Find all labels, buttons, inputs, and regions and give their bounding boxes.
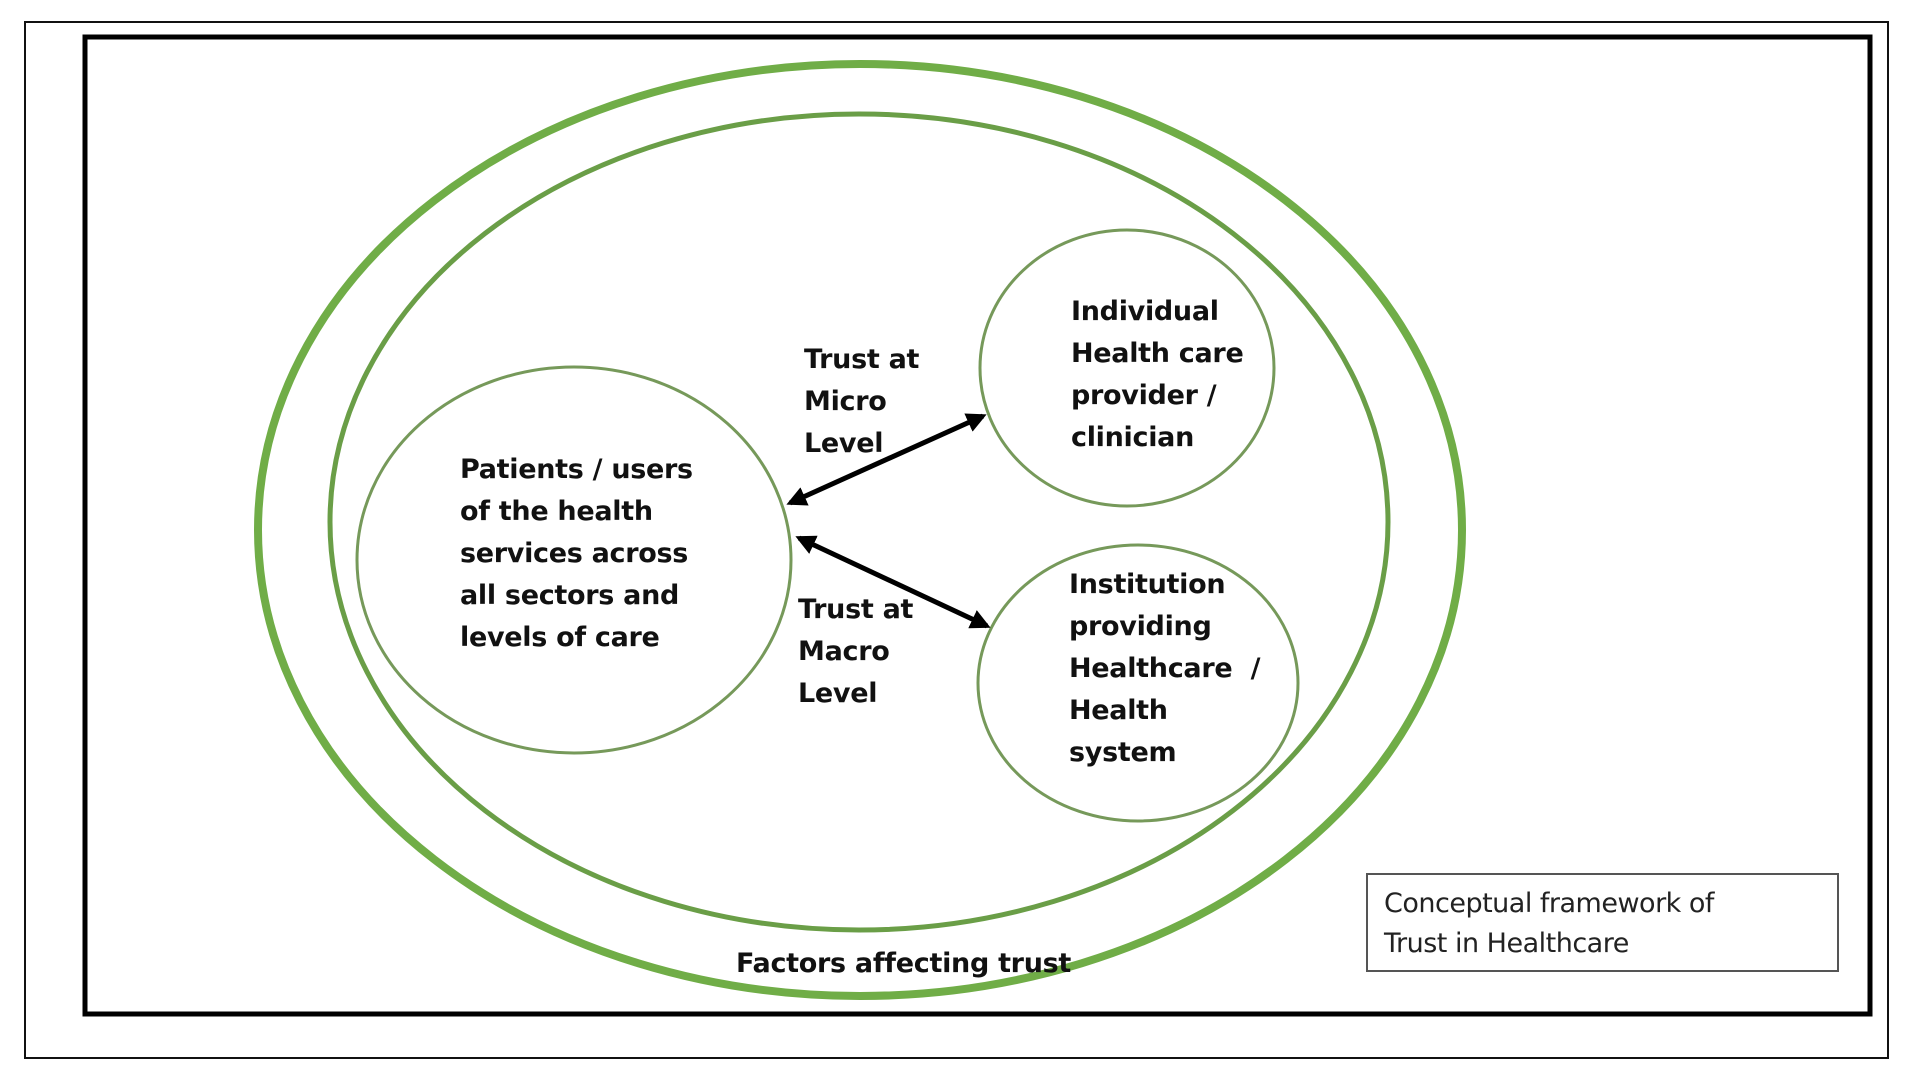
institution-label: Institution providing Healthcare / Healt…: [1069, 569, 1261, 768]
patients-label-line: of the health: [460, 496, 653, 527]
individual-label-line: Health care: [1071, 338, 1243, 369]
institution-label-line: Healthcare /: [1069, 653, 1261, 684]
macro-label-line: Macro: [798, 636, 889, 667]
caption-line: Conceptual framework of: [1384, 888, 1716, 919]
patients-label: Patients / users of the health services …: [460, 454, 693, 653]
micro-label-line: Level: [804, 428, 883, 459]
micro-trust-arrow: [786, 413, 987, 506]
macro-trust-label: Trust at Macro Level: [798, 594, 914, 709]
institution-label-line: providing: [1069, 611, 1211, 642]
caption-line: Trust in Healthcare: [1383, 928, 1629, 959]
individual-label-line: provider /: [1071, 380, 1217, 411]
caption-box-border: [1366, 873, 1839, 972]
patients-label-line: all sectors and: [460, 580, 679, 611]
macro-label-line: Trust at: [798, 594, 913, 625]
micro-label-line: Micro: [804, 386, 887, 417]
institution-label-line: Institution: [1069, 569, 1225, 600]
macro-trust-arrow: [795, 535, 991, 629]
micro-label-line: Trust at: [804, 344, 919, 375]
caption-box: Conceptual framework of Trust in Healthc…: [1366, 873, 1839, 972]
node-individual-provider: [978, 228, 1276, 508]
factors-affecting-trust-label: Factors affecting trust: [736, 948, 1071, 979]
institution-label-line: system: [1069, 737, 1176, 768]
macro-label-line: Level: [798, 678, 877, 709]
individual-provider-label: Individual Health care provider / clinic…: [1071, 296, 1244, 453]
institution-label-line: Health: [1069, 695, 1168, 726]
node-patients: [355, 365, 793, 755]
individual-label-line: clinician: [1071, 422, 1194, 453]
diagram-frame: [82, 34, 1873, 1017]
inner-ring: [327, 111, 1391, 933]
node-institution: [976, 543, 1300, 823]
individual-label-line: Individual: [1071, 296, 1219, 327]
patients-label-line: Patients / users: [460, 454, 693, 485]
patients-label-line: levels of care: [460, 622, 660, 653]
micro-trust-label: Trust at Micro Level: [804, 344, 920, 459]
factors-affecting-trust-ring: [254, 60, 1466, 1000]
patients-label-line: services across: [460, 538, 688, 569]
